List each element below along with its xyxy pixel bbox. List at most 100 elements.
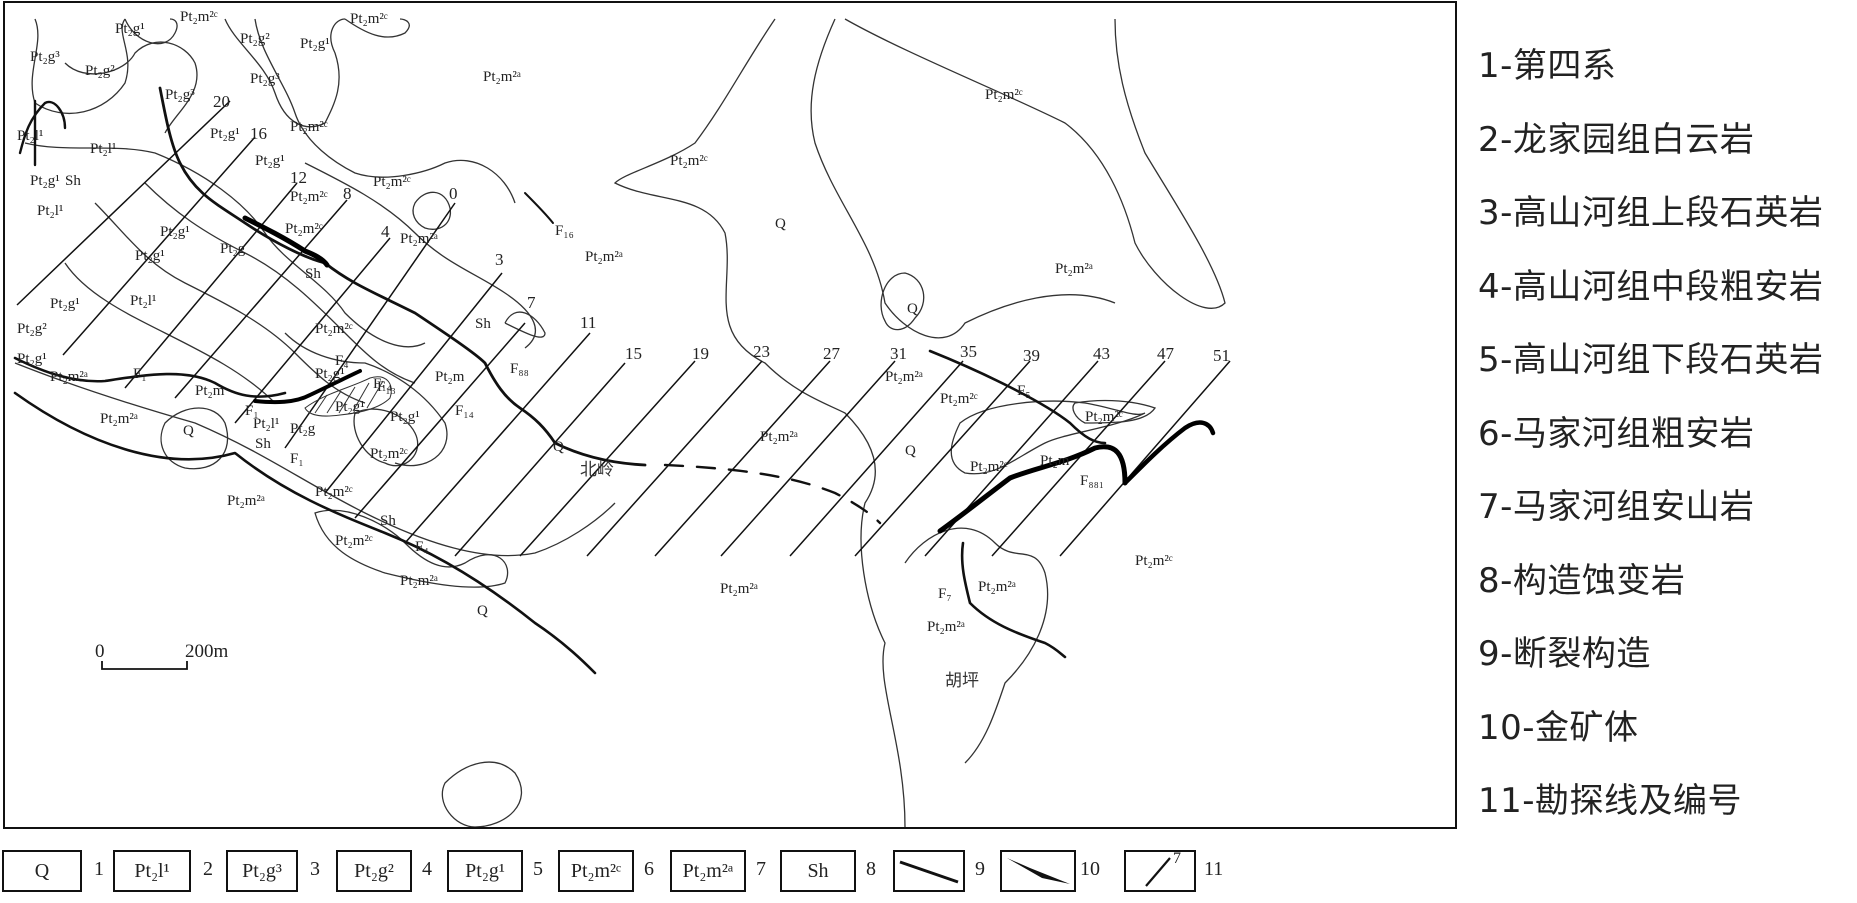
unit-label: Q [183,423,194,439]
contact-line [613,18,906,827]
unit-label: Pt₂g¹ [390,409,420,425]
scale-line [101,661,188,670]
contact-line [950,400,1146,475]
unit-label: Pt₂m²ᶜ [290,189,328,205]
legend-text-item: 6-马家河组粗安岩 [1478,413,1755,454]
legend-text-item: 7-马家河组安山岩 [1478,487,1755,527]
fault-line [158,86,647,467]
exploration-line-symbol-icon [1145,857,1171,887]
unit-label: Pt₂g¹ [50,296,80,312]
exploration-line [16,100,231,306]
unit-label: Sh [475,316,491,332]
unit-label: Pt₂m²ᶜ [290,119,328,135]
legend-symbol-row: Q 1 Pt₂l¹ 2 Pt₂g³ 3 Pt₂g² 4 Pt₂g¹ 5 Pt₂m… [0,848,1457,898]
unit-label: Pt₂g¹ [300,36,330,52]
contact-line [344,18,410,38]
geological-map: Pt₂m²ᶜ Pt₂m²ᶜ Pt₂g¹ Pt₂g² Pt₂g¹ Pt₂g³ Pt… [3,1,1457,829]
exploration-line [586,360,763,557]
unit-label: Pt₂g¹ [135,248,165,264]
contact-line [284,332,448,467]
exploration-line [654,360,831,557]
legend-box: 7 [1124,850,1196,892]
unit-label: Pt₂m²ᵃ [483,69,521,85]
exploration-line [454,362,626,557]
contact-line [504,311,546,338]
unit-label: Sh [255,436,271,452]
legend-number: 10 [1080,858,1100,880]
unit-label: Pt₂m [195,383,225,399]
fault-label: F₇ [938,586,952,602]
unit-label: Pt₂g³ [30,49,60,65]
hatch-line [338,386,356,414]
scale-end: 200m [185,641,229,662]
ore-body [937,444,1128,534]
unit-label: Pt₂m²ᶜ [670,153,708,169]
legend-number: 2 [203,858,213,880]
line-number: 3 [495,250,504,269]
unit-label: Pt₂m²ᵃ [720,581,758,597]
unit-label: Q [905,443,916,459]
unit-label: Pt₂m²ᶜ [370,446,408,462]
legend-text-item: 2-龙家园组白云岩 [1478,119,1755,160]
legend-box [893,850,965,892]
contact-line [880,272,925,331]
contact-line [314,509,509,588]
exploration-line [174,199,348,399]
fault-line [928,349,1107,445]
legend-text-item: 3-高山河组上段石英岩 [1478,193,1824,233]
legend-text-item: 1-第四系 [1478,46,1617,86]
legend-text-item: 9-断裂构造 [1478,634,1651,674]
legend-line-label: 7 [1173,850,1181,867]
unit-labels: Pt₂m²ᶜ Pt₂m²ᶜ Pt₂g¹ Pt₂g² Pt₂g¹ Pt₂g³ Pt… [17,9,1173,635]
legend-number: 4 [422,858,432,880]
legend-number: 9 [975,858,985,880]
legend-number: 8 [866,858,876,880]
alteration-zone [304,376,392,417]
exploration-line [404,332,591,544]
unit-label: Pt₂m²ᵃ [978,579,1016,595]
hatch-line [352,382,370,412]
ore-body [1122,420,1216,486]
legend-box: Pt₂g² [336,850,412,892]
unit-label: Pt₂g² [240,31,270,47]
legend-box: Q [2,850,82,892]
legend-number: 5 [533,858,543,880]
unit-label: Q [477,603,488,619]
legend-text-item: 4-高山河组中段粗安岩 [1478,266,1824,307]
line-number: 51 [1213,346,1230,365]
fault-label: F₄ [335,353,349,369]
place-label: 北岭 [580,460,614,480]
unit-label: Pt₂g¹ [115,21,145,37]
line-number: 12 [290,168,307,187]
fault-label: F₄ [415,539,429,555]
unit-label: Pt₂m²ᵃ [400,231,438,247]
unit-label: Pt₂m²ᶜ [985,87,1023,103]
unit-label: Pt₂g¹ [160,224,190,240]
unit-label: Pt₂m²ᵃ [50,369,88,385]
line-number: 4 [381,222,390,241]
exploration-line [284,202,456,449]
fault-label: F₁ [245,403,259,419]
unit-label: Pt₂m²ᶜ [180,9,218,25]
unit-label: Pt₂m²ᵃ [400,573,438,589]
legend-number: 3 [310,858,320,880]
exploration-line [1059,360,1231,557]
geologic-contacts [14,18,1226,827]
contact-line [810,18,1116,339]
place-label: 胡坪 [945,671,979,691]
contact-line [1072,399,1157,424]
line-number: 7 [527,293,536,312]
fault-label: F₅ [1017,383,1031,399]
line-number: 19 [692,344,709,363]
contact-line [124,18,178,45]
unit-label: Sh [65,173,81,189]
fault-label: F₁₆ [555,223,574,239]
hatch-line [366,380,384,409]
legend-box: Pt₂l¹ [113,850,191,892]
fault-label: F₈₈ [510,361,529,377]
unit-label: Q [553,439,564,455]
contact-line [224,18,346,128]
contact-line [160,407,229,470]
legend-number: 7 [756,858,766,880]
fault-label: F₈₈₁ [1080,473,1104,489]
